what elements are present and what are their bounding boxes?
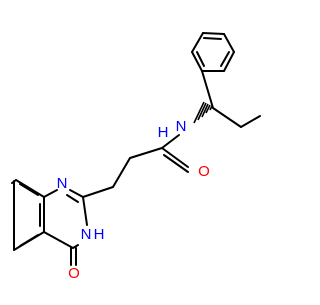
c2-n1-double-bond <box>66 194 79 203</box>
chain-bond <box>129 147 163 159</box>
chain-bond <box>82 186 114 198</box>
c4-n3-bond <box>72 244 79 249</box>
chain-bond <box>112 157 131 188</box>
n-to-carbonyl-bond <box>161 134 180 149</box>
ring-n3-h-label: H <box>94 226 105 243</box>
n1-c8a-bond <box>43 189 58 198</box>
ring-n1-label: N <box>57 175 68 192</box>
benzo-inner-bond <box>19 234 39 247</box>
phenyl-bond <box>202 32 225 35</box>
background <box>0 0 300 300</box>
atom-labels: H N O N N H O <box>57 118 210 282</box>
amide-h-label: H <box>158 124 169 141</box>
stereo-hash-bond <box>193 101 213 124</box>
c2-n1-double-bond <box>69 189 84 198</box>
phenyl-inner-bond <box>203 37 222 40</box>
carbonyl-double-bond <box>161 147 189 168</box>
phenyl-bond <box>191 32 204 53</box>
phenyl-bond <box>191 51 203 72</box>
c4a-c4-bond <box>43 231 74 249</box>
ethyl-bond <box>240 115 261 128</box>
carbonyl-double-bond <box>163 154 189 173</box>
n3-c2-bond <box>82 196 88 226</box>
amide-o-label: O <box>198 163 210 180</box>
keto-o-label: O <box>68 265 80 282</box>
molecule-structure: H N O N N H O <box>0 0 300 300</box>
amide-n-label: N <box>176 118 187 135</box>
bonds <box>11 32 261 266</box>
benzo-inner-bond <box>19 183 39 196</box>
molecule-canvas: H N O N N H O <box>0 0 300 300</box>
phenyl-inner-bond <box>220 51 230 67</box>
ring-n3-label: N <box>81 226 92 243</box>
benzo-bond <box>15 179 45 198</box>
phenyl-inner-bond <box>196 51 205 67</box>
ethyl-bond <box>212 107 242 128</box>
phenyl-bond <box>223 33 235 53</box>
chiral-to-phenyl-bond <box>201 70 214 109</box>
phenyl-bond <box>223 51 235 72</box>
